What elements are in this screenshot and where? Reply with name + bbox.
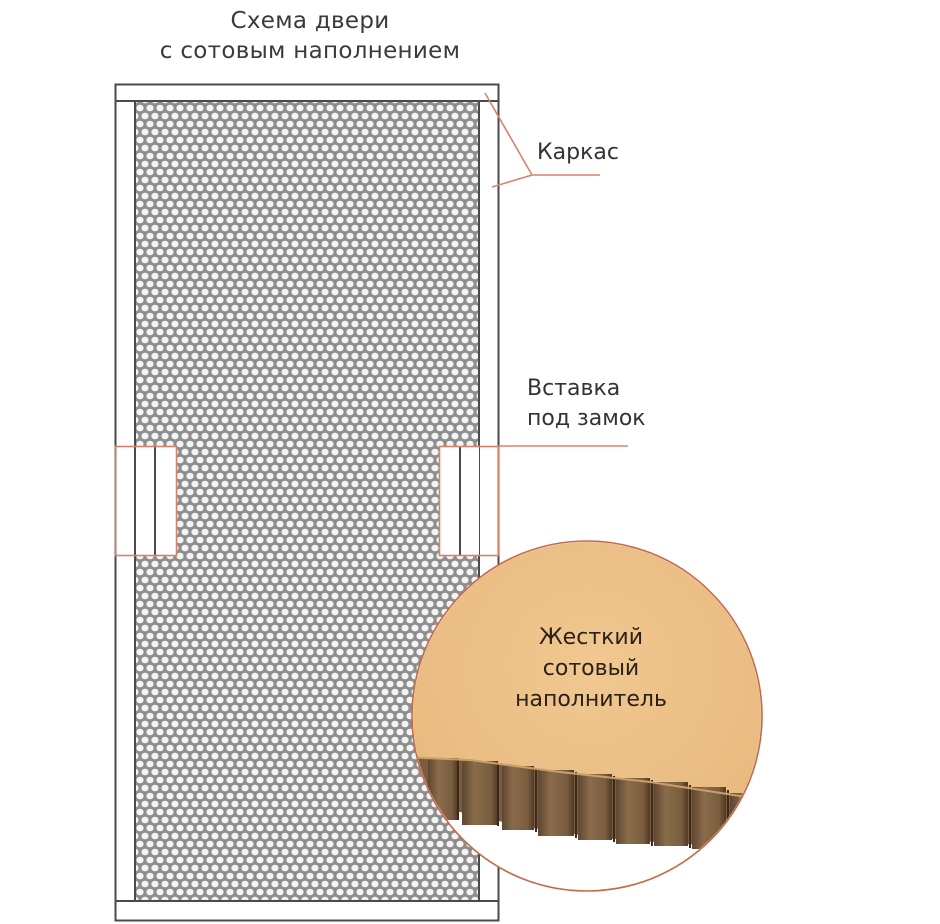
lock-insert-right (438, 445, 500, 557)
filler-label-line-1: Жесткий (538, 625, 644, 650)
title-line-1: Схема двери (230, 8, 390, 34)
lock-insert-label-line-2: под замок (527, 406, 646, 431)
diagram-title: Схема двери с сотовым наполнением (0, 6, 620, 66)
title-line-2: с сотовым наполнением (159, 38, 461, 64)
frame-label: Каркас (537, 140, 619, 165)
filler-label-line-2: сотовый (542, 656, 640, 681)
honeycomb-magnifier (411, 540, 763, 892)
lock-insert-label: Вставка под замок (527, 374, 646, 434)
frame-leader-lines (484, 92, 600, 188)
lock-insert-label-line-1: Вставка (527, 376, 621, 401)
lock-insert-left (114, 445, 178, 557)
filler-label: Жесткий сотовый наполнитель (480, 622, 702, 715)
filler-label-line-3: наполнитель (515, 687, 667, 712)
